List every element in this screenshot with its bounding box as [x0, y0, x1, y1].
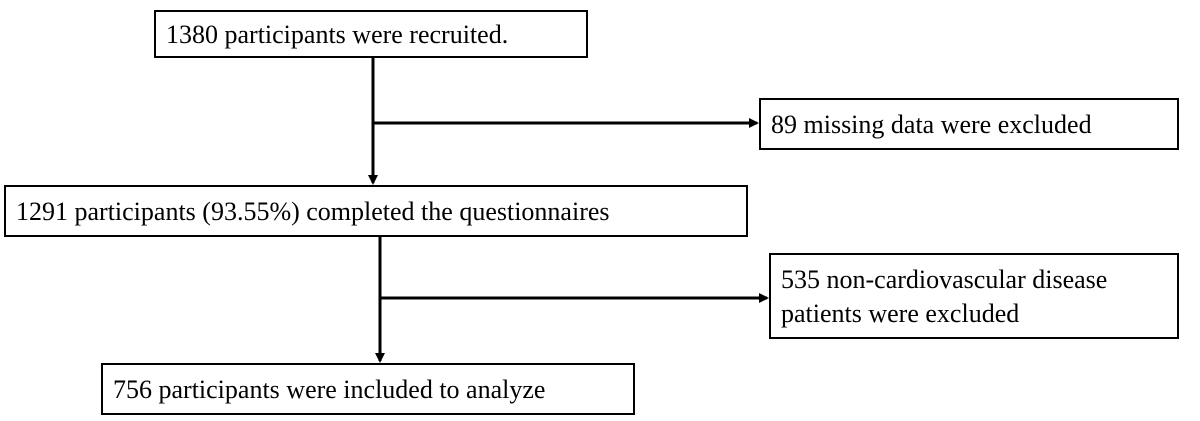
noncv-excluded-text-line2: patients were excluded: [781, 299, 1020, 328]
missing-excluded-box: 89 missing data were excluded: [759, 98, 1179, 150]
included-text: 756 participants were included to analyz…: [113, 375, 546, 404]
recruited-box: 1380 participants were recruited.: [154, 10, 588, 58]
missing-excluded-text: 89 missing data were excluded: [771, 110, 1092, 139]
recruited-text: 1380 participants were recruited.: [166, 20, 509, 49]
included-box: 756 participants were included to analyz…: [101, 363, 635, 415]
completed-box: 1291 participants (93.55%) completed the…: [4, 185, 748, 237]
noncv-excluded-box: 535 non-cardiovascular disease patients …: [769, 253, 1179, 339]
noncv-excluded-text-line1: 535 non-cardiovascular disease: [781, 265, 1108, 294]
completed-text: 1291 participants (93.55%) completed the…: [16, 197, 610, 226]
